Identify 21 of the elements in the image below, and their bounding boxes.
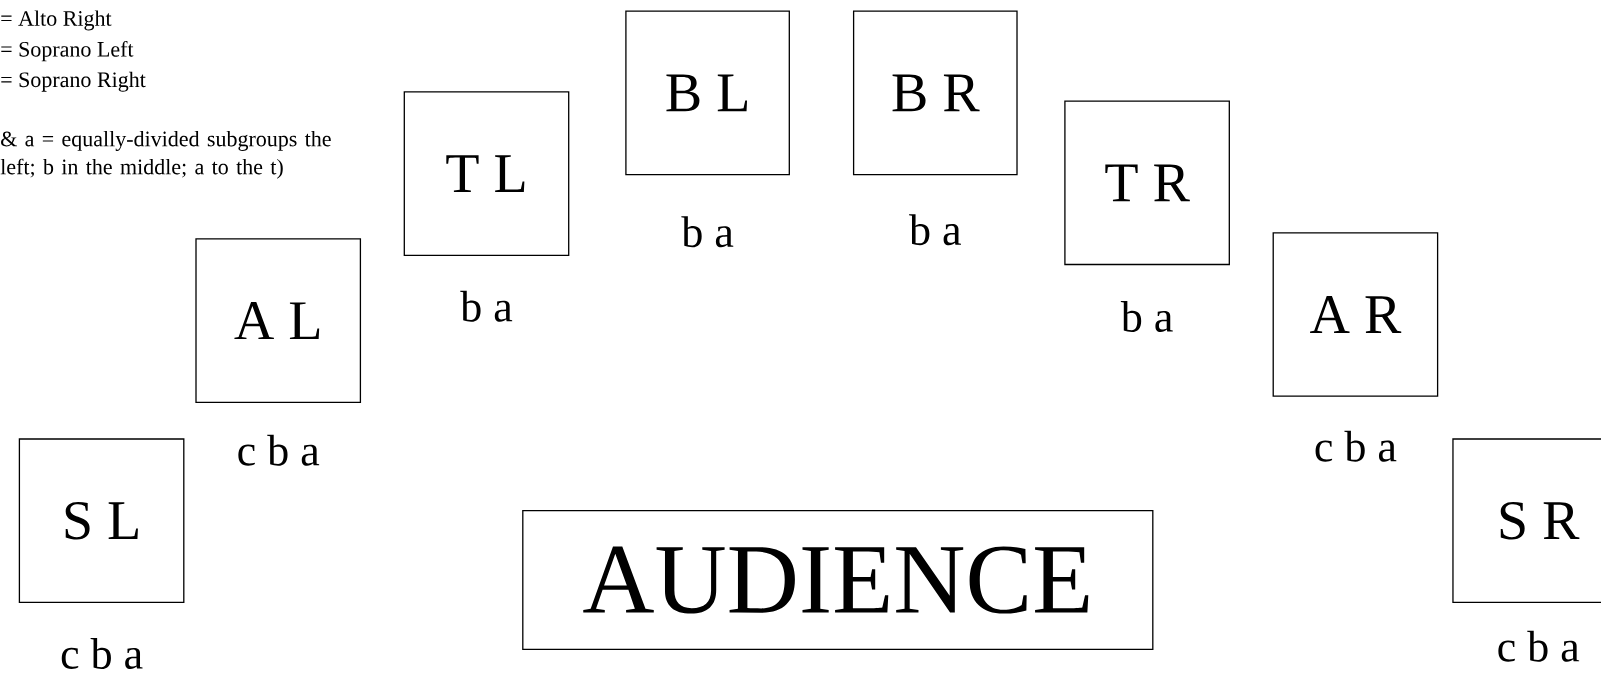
subgroup-label: b a <box>1120 301 1173 332</box>
legend-text: = Soprano Right <box>1 71 146 92</box>
subgroup-label: c b a <box>238 434 320 466</box>
subgroup-label: b a <box>909 214 961 246</box>
section-box: T R <box>1064 100 1230 266</box>
note-text: & a = equally-divided subgroups the left; b in the middle; a to the t) <box>0 130 331 179</box>
section-box: B R <box>852 10 1018 176</box>
legend-text: = Soprano Left <box>1 41 134 62</box>
section-box: A R <box>1272 232 1439 397</box>
subgroup-label: c b a <box>61 638 143 669</box>
section-box: A L <box>195 238 362 403</box>
section-box: S R <box>1452 438 1601 604</box>
subgroup-label: c b a <box>1315 430 1397 462</box>
legend-text: = Alto Right <box>1 10 112 31</box>
section-box: T L <box>403 91 570 256</box>
audience-box: AUDIENCE <box>522 509 1154 651</box>
section-box: S L <box>18 438 185 604</box>
subgroup-label: b a <box>681 216 734 248</box>
section-box: B L <box>625 10 790 176</box>
subgroup-label: c b a <box>1498 630 1580 662</box>
subgroup-label: b a <box>460 290 513 322</box>
